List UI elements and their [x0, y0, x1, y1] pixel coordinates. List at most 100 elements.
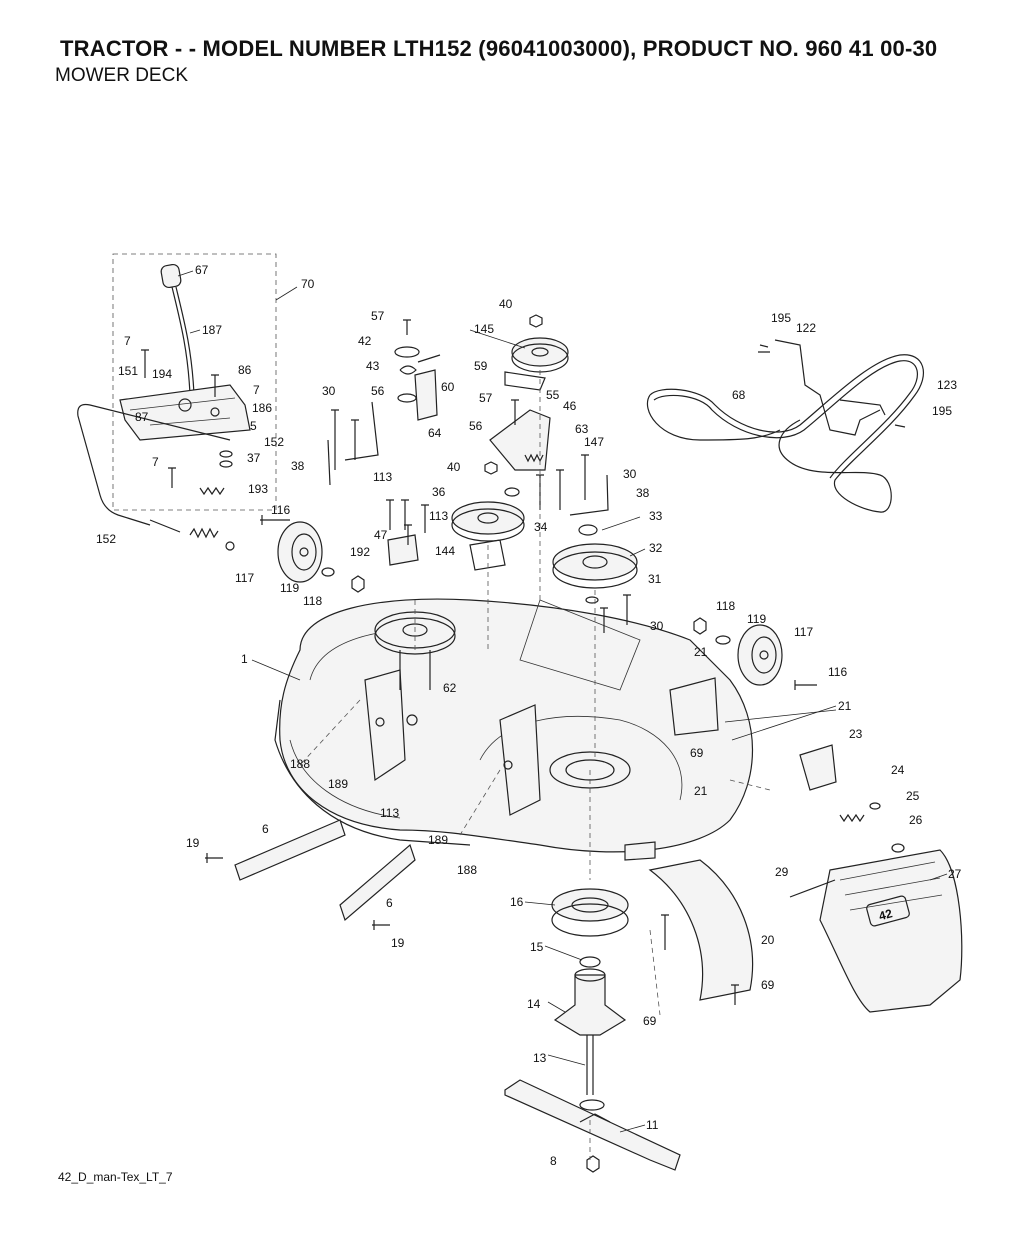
idler-arm [489, 399, 551, 471]
callout: 113 [429, 509, 448, 523]
callout: 21 [694, 784, 708, 798]
callout: 14 [527, 997, 541, 1011]
callout: 38 [636, 486, 650, 500]
callout: 25 [906, 789, 920, 803]
callout: 7 [124, 334, 131, 348]
callout: 192 [350, 545, 370, 559]
center-pulley [451, 461, 525, 571]
callout: 57 [371, 309, 385, 323]
callout: 19 [186, 836, 200, 850]
drawing-code: 42_D_man-Tex_LT_7 [58, 1170, 173, 1184]
callout: 7 [152, 455, 159, 469]
callout: 188 [290, 757, 310, 771]
callout: 113 [373, 470, 392, 484]
belt-keeper [758, 339, 906, 436]
callout: 193 [248, 482, 268, 496]
mower-blade [504, 1079, 681, 1173]
callout: 30 [322, 384, 336, 398]
callout: 32 [649, 541, 663, 555]
callout: 33 [649, 509, 663, 523]
callout: 119 [747, 612, 766, 626]
callout: 43 [366, 359, 380, 373]
page-title: TRACTOR - - MODEL NUMBER LTH152 (9604100… [60, 36, 938, 61]
callout: 21 [694, 645, 708, 659]
deflector-bracket [799, 744, 905, 853]
gauge-wheel-left [260, 515, 365, 593]
callout: 118 [303, 594, 322, 608]
callout: 30 [623, 467, 637, 481]
callout: 11 [646, 1118, 659, 1132]
right-spindle-pulley [552, 524, 638, 604]
callout: 23 [849, 727, 863, 741]
stabilizer-arm-front [205, 819, 346, 881]
callout: 6 [262, 822, 269, 836]
callout: 31 [648, 572, 662, 586]
callout: 26 [909, 813, 923, 827]
callout: 67 [195, 263, 209, 277]
callout: 62 [443, 681, 457, 695]
callout: 20 [761, 933, 775, 947]
callout: 152 [264, 435, 284, 449]
lift-lever-assembly [112, 253, 298, 511]
callout: 24 [891, 763, 905, 777]
callout: 145 [474, 322, 494, 336]
alignment-lines [299, 370, 771, 1160]
callout: 117 [794, 625, 813, 639]
callout: 87 [135, 410, 149, 424]
callout: 189 [428, 833, 448, 847]
callout: 116 [828, 665, 847, 679]
belt-guide-bracket [394, 319, 441, 421]
callout: 188 [457, 863, 477, 877]
callout: 42 [358, 334, 372, 348]
gauge-wheel-right [693, 617, 817, 690]
callout: 46 [563, 399, 577, 413]
bolts [331, 409, 631, 633]
callout: 56 [469, 419, 483, 433]
callout: 6 [386, 896, 393, 910]
callout: 69 [643, 1014, 657, 1028]
callout: 123 [937, 378, 957, 392]
callout: 30 [650, 619, 664, 633]
callout: 69 [690, 746, 704, 760]
callout: 16 [510, 895, 524, 909]
callout: 64 [428, 426, 442, 440]
callout: 113 [380, 806, 399, 820]
page-subtitle: MOWER DECK [55, 65, 188, 86]
callout: 27 [948, 867, 962, 881]
callout: 69 [761, 978, 775, 992]
discharge-chute: 42 [789, 849, 963, 1013]
callout: 55 [546, 388, 560, 402]
callout: 68 [732, 388, 746, 402]
leader-lines [177, 270, 948, 1133]
callout: 63 [575, 422, 589, 436]
callout: 15 [530, 940, 544, 954]
callout: 119 [280, 581, 299, 595]
callout: 70 [301, 277, 315, 291]
callout: 187 [202, 323, 222, 337]
callout: 86 [238, 363, 252, 377]
callout: 57 [479, 391, 493, 405]
callout: 194 [152, 367, 172, 381]
callout: 189 [328, 777, 348, 791]
callout: 19 [391, 936, 405, 950]
callout: 7 [253, 383, 260, 397]
callout: 59 [474, 359, 488, 373]
callout: 40 [447, 460, 461, 474]
callout: 195 [932, 404, 952, 418]
callouts: 67 70 187 7 86 151 194 7 186 87 5 152 7 … [96, 263, 962, 1168]
callout: 21 [838, 699, 852, 713]
callout: 186 [252, 401, 272, 415]
callout: 147 [584, 435, 604, 449]
callout: 1 [241, 652, 248, 666]
callout: 116 [271, 503, 290, 517]
baffle [648, 859, 754, 1005]
callout: 56 [371, 384, 385, 398]
callout: 34 [534, 520, 548, 534]
callout: 13 [533, 1051, 547, 1065]
callout: 144 [435, 544, 455, 558]
callout: 38 [291, 459, 305, 473]
callout: 60 [441, 380, 455, 394]
drive-belt [646, 354, 924, 513]
callout: 8 [550, 1154, 557, 1168]
